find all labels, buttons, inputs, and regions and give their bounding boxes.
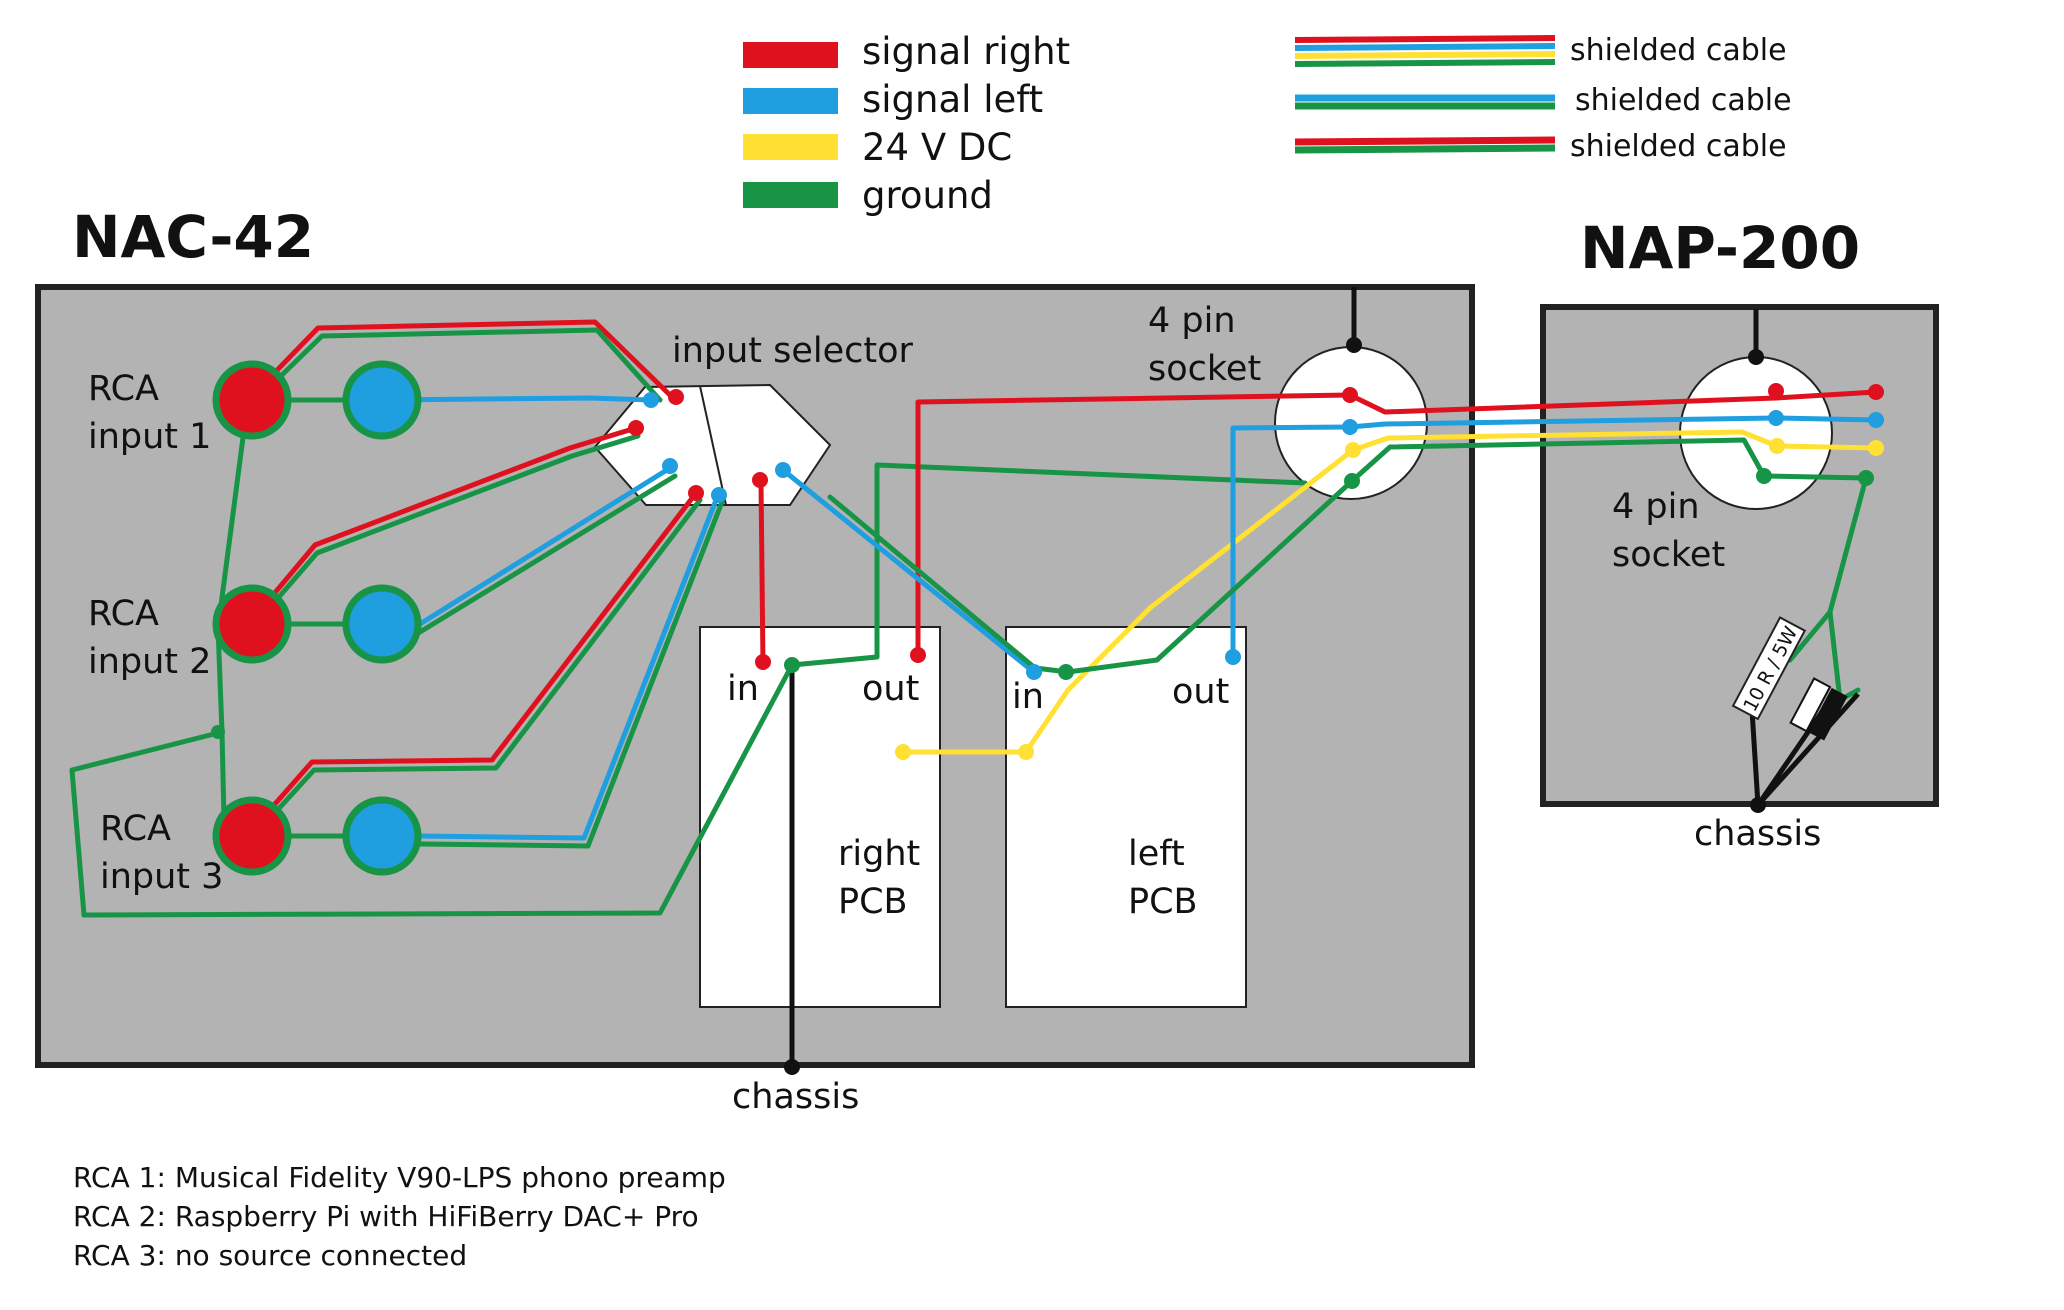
rca1-label-line2: input 1	[88, 417, 211, 457]
nac42-chassis-point	[784, 1059, 800, 1075]
rca3-label-line1: RCA	[100, 809, 171, 849]
right-pcb-name-line2: PCB	[838, 882, 908, 922]
left-pcb	[1005, 626, 1247, 1008]
rca-jacks	[212, 360, 422, 876]
nap200-title: NAP-200	[1580, 214, 1860, 282]
legend-swatch-signal-left	[743, 88, 838, 114]
rca2-label-line1: RCA	[88, 594, 159, 634]
legend-swatch-24vdc	[743, 134, 838, 160]
legend-swatch-signal-right	[743, 42, 838, 68]
nap200-chassis-point	[1750, 797, 1766, 813]
right-pcb	[699, 626, 941, 1008]
capacitor	[1789, 677, 1848, 741]
note-rca1: RCA 1: Musical Fidelity V90-LPS phono pr…	[73, 1161, 726, 1194]
left-pcb-name-line2: PCB	[1128, 882, 1198, 922]
nac42-chassis-label: chassis	[732, 1077, 859, 1117]
rca2-left-jack	[342, 584, 422, 664]
note-rca3: RCA 3: no source connected	[73, 1239, 467, 1272]
legend-label-24vdc: 24 V DC	[862, 126, 1012, 169]
rca3-right-jack	[212, 796, 292, 876]
cable-label-left: shielded cable	[1575, 83, 1792, 118]
left-pcb-out-label: out	[1172, 672, 1229, 712]
left-pcb-in-label: in	[1012, 677, 1044, 717]
rca1-label-line1: RCA	[88, 369, 159, 409]
connection-dots	[211, 383, 1884, 760]
cable-swatch-right	[1294, 136, 1556, 154]
legend-label-signal-left: signal left	[862, 78, 1043, 121]
rca2-label-line2: input 2	[88, 642, 211, 682]
right-pcb-out-label: out	[862, 669, 919, 709]
rca1-right-jack	[212, 360, 292, 440]
cable-swatch-left	[1295, 94, 1555, 110]
cable-label-4wire: shielded cable	[1570, 33, 1787, 68]
nap200-socket-label-line2: socket	[1612, 535, 1725, 575]
nac42-socket-label-line1: 4 pin	[1148, 301, 1236, 341]
nap200-socket-top-pin	[1748, 349, 1764, 365]
left-pcb-name-line1: left	[1128, 834, 1185, 874]
cable-swatch-4wire	[1294, 35, 1556, 67]
input-selector-label: input selector	[672, 331, 914, 371]
nac42-socket-top-pin	[1346, 337, 1362, 353]
legend-label-signal-right: signal right	[862, 30, 1070, 73]
rca1-left-jack	[342, 360, 422, 440]
right-pcb-in-label: in	[727, 669, 759, 709]
rca3-left-jack	[342, 796, 422, 876]
rca3-label-line2: input 3	[100, 857, 223, 897]
nap200-chassis-label: chassis	[1694, 814, 1821, 854]
rca2-right-jack	[212, 584, 292, 664]
nap200-socket-label-line1: 4 pin	[1612, 487, 1700, 527]
nac42-title: NAC-42	[72, 203, 314, 271]
legend: signal right signal left 24 V DC ground …	[743, 30, 1792, 217]
cable-label-right: shielded cable	[1570, 129, 1787, 164]
legend-label-ground: ground	[862, 174, 993, 217]
legend-swatch-ground	[743, 182, 838, 208]
right-pcb-name-line1: right	[838, 834, 920, 874]
nac42-socket-label-line2: socket	[1148, 349, 1261, 389]
note-rca2: RCA 2: Raspberry Pi with HiFiBerry DAC+ …	[73, 1200, 699, 1233]
